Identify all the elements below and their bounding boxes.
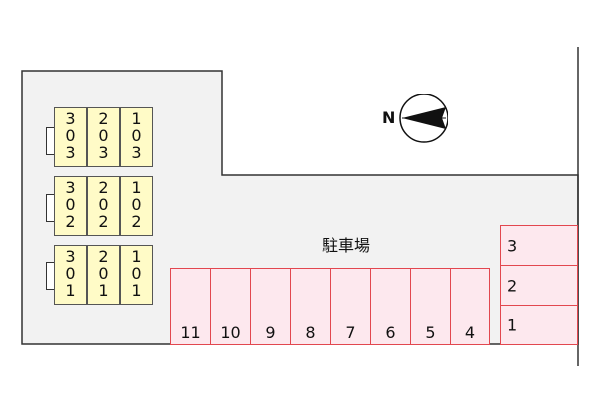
- parking-stall-6: 6: [370, 268, 411, 345]
- parking-stall-4: 4: [450, 268, 490, 345]
- stall-number: 6: [385, 323, 396, 342]
- compass: N: [378, 93, 449, 146]
- room-102: 1 0 2: [120, 176, 153, 236]
- parking-stall-11: 11: [170, 268, 211, 345]
- room-label: 3 0 3: [65, 109, 76, 162]
- stall-number: 8: [305, 323, 316, 342]
- parking-stall-5: 5: [410, 268, 451, 345]
- stall-number: 2: [507, 276, 518, 295]
- parking-stall-9: 9: [250, 268, 291, 345]
- room-202: 2 0 2: [87, 176, 120, 236]
- room-201: 2 0 1: [87, 245, 120, 305]
- parking-stall-7: 7: [330, 268, 371, 345]
- room-label: 2 0 1: [98, 247, 109, 300]
- stall-number: 9: [265, 323, 276, 342]
- parking-area-label: 駐車場: [322, 236, 371, 255]
- balcony: [46, 262, 54, 290]
- stall-number: 3: [507, 236, 518, 255]
- parking-stall-1: 1: [500, 305, 578, 345]
- stall-number: 1: [507, 315, 518, 335]
- stall-number: 4: [464, 323, 476, 342]
- room-label: 1 0 1: [131, 247, 142, 300]
- parking-stall-2: 2: [500, 265, 578, 306]
- stall-number: 11: [180, 323, 201, 342]
- balcony: [46, 127, 54, 155]
- room-label: 1 0 3: [131, 109, 142, 162]
- stall-number: 7: [345, 323, 356, 342]
- room-label: 2 0 2: [98, 178, 109, 231]
- room-301: 3 0 1: [54, 245, 87, 305]
- room-label: 1 0 2: [131, 178, 142, 231]
- room-label: 2 0 3: [98, 109, 109, 162]
- room-label: 3 0 2: [65, 178, 76, 231]
- parking-stall-10: 10: [210, 268, 251, 345]
- balcony: [46, 194, 54, 222]
- north-label: N: [382, 108, 396, 127]
- stall-number: 10: [220, 323, 241, 342]
- parking-stall-3: 3: [500, 225, 578, 266]
- room-302: 3 0 2: [54, 176, 87, 236]
- room-103: 1 0 3: [120, 107, 153, 167]
- room-303: 3 0 3: [54, 107, 87, 167]
- room-101: 1 0 1: [120, 245, 153, 305]
- room-label: 3 0 1: [65, 247, 76, 300]
- room-203: 2 0 3: [87, 107, 120, 167]
- parking-stall-8: 8: [290, 268, 331, 345]
- stall-number: 5: [425, 323, 436, 342]
